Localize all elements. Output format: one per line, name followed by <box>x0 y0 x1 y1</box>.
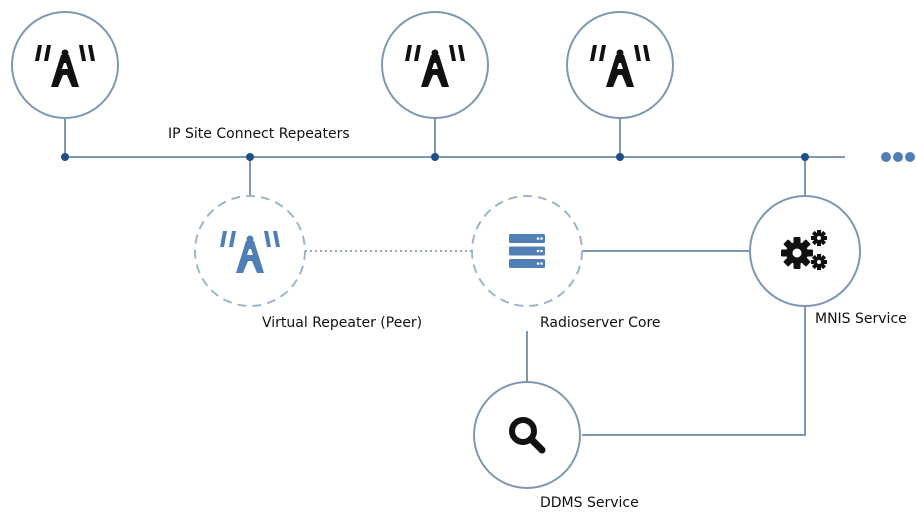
ddms-service-node <box>473 381 581 489</box>
junction-dot <box>61 153 69 161</box>
junction-dot <box>801 153 809 161</box>
radio-tower-icon <box>590 45 650 87</box>
radio-tower-icon <box>35 45 95 87</box>
junction-dot <box>431 153 439 161</box>
radioserver-core-label: Radioserver Core <box>540 315 661 331</box>
bus-junctions <box>61 153 809 161</box>
mnis-service-label: MNIS Service <box>815 311 907 327</box>
radio-tower-icon <box>405 45 465 87</box>
ddms-service-label: DDMS Service <box>540 495 639 511</box>
mnis-service-node <box>749 195 861 307</box>
connectors <box>64 118 845 436</box>
radioserver-core-node <box>471 195 583 307</box>
gears-icon <box>781 230 827 270</box>
magnifier-icon <box>509 417 546 454</box>
bus-label: IP Site Connect Repeaters <box>168 126 350 142</box>
radio-tower-icon <box>220 231 280 273</box>
ddms-mnis-link <box>582 307 806 436</box>
junction-dot <box>616 153 624 161</box>
server-icon <box>509 234 545 268</box>
virtual-repeater-node <box>194 195 306 307</box>
repeater-node-1 <box>11 11 119 119</box>
virtual-repeater-label: Virtual Repeater (Peer) <box>262 315 422 331</box>
junction-dot <box>246 153 254 161</box>
ellipsis-icon <box>881 152 915 162</box>
repeater-node-2 <box>381 11 489 119</box>
repeater-node-3 <box>566 11 674 119</box>
